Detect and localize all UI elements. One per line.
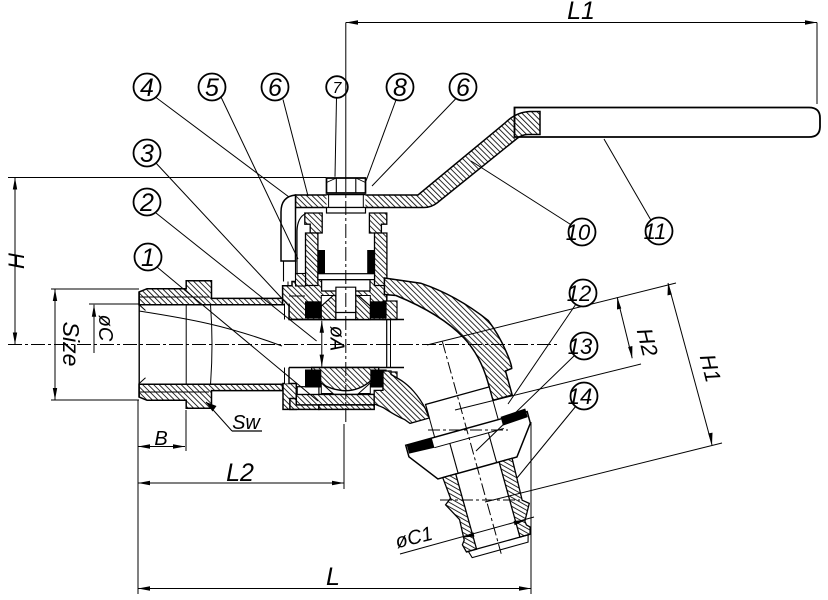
svg-text:3: 3 [140, 140, 154, 168]
svg-text:Sw: Sw [232, 412, 261, 434]
svg-text:H: H [4, 253, 29, 269]
svg-text:5: 5 [205, 74, 219, 102]
svg-text:11: 11 [644, 219, 667, 244]
svg-text:14: 14 [568, 384, 592, 409]
svg-text:B: B [154, 428, 167, 450]
svg-text:6: 6 [268, 74, 282, 102]
svg-text:10: 10 [566, 220, 591, 245]
svg-text:øA: øA [326, 326, 348, 352]
svg-text:13: 13 [568, 334, 593, 359]
svg-text:8: 8 [393, 74, 407, 102]
svg-text:L1: L1 [567, 0, 595, 25]
svg-text:7: 7 [333, 80, 343, 97]
svg-text:øC: øC [94, 315, 116, 342]
svg-text:Size: Size [58, 322, 84, 367]
svg-text:L: L [326, 563, 340, 591]
svg-text:L2: L2 [226, 459, 254, 487]
svg-text:1: 1 [141, 244, 155, 272]
svg-text:4: 4 [140, 74, 154, 102]
svg-text:12: 12 [567, 281, 591, 306]
svg-text:6: 6 [456, 74, 470, 102]
svg-text:2: 2 [139, 189, 154, 217]
